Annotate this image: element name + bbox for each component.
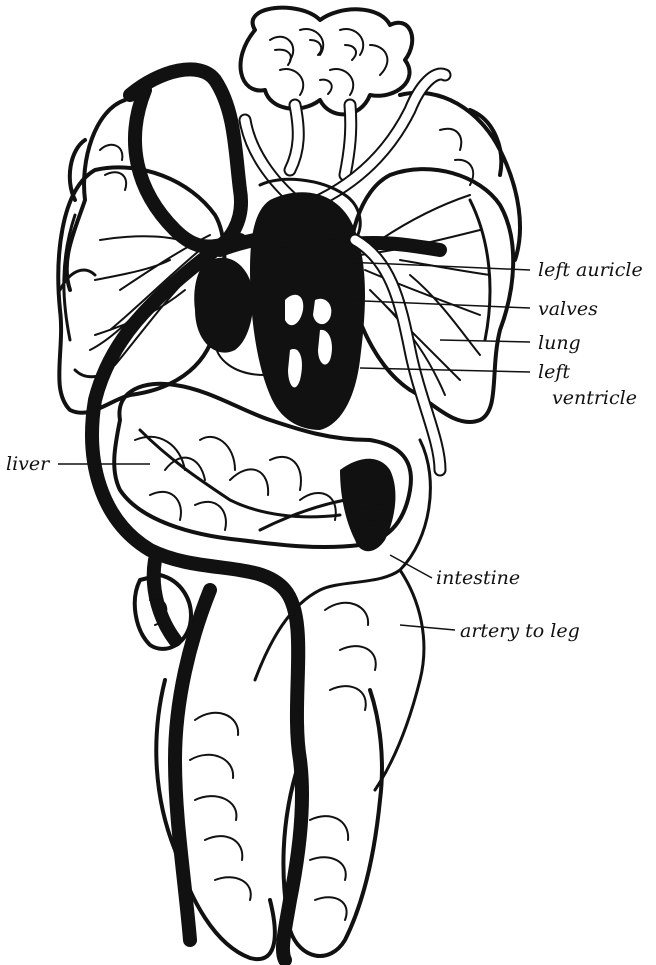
left-lung (349, 169, 513, 422)
leader-artery-to-leg (400, 625, 455, 630)
leader-valves (340, 300, 530, 308)
label-intestine: intestine (436, 567, 520, 589)
label-left-auricle: left auricle (538, 259, 643, 281)
label-lung: lung (538, 332, 581, 354)
leader-left-auricle (345, 262, 530, 270)
label-left-ventricle-line1: left (538, 361, 570, 383)
label-artery-to-leg: artery to leg (460, 620, 580, 642)
label-liver: liver (6, 453, 51, 475)
leader-lung (440, 340, 530, 342)
label-valves: valves (538, 298, 598, 320)
label-left-ventricle-line2: ventricle (552, 387, 637, 409)
intestine (260, 459, 395, 552)
